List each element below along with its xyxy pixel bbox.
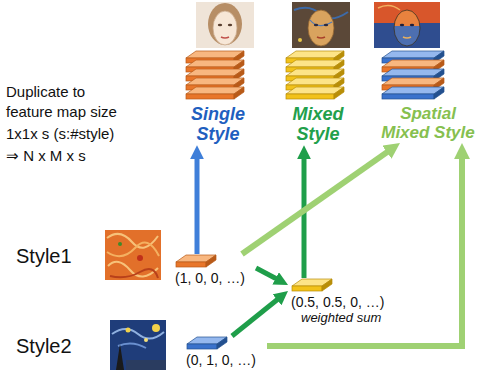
vector-value: (0, 1, 0, …) xyxy=(186,353,264,369)
feature-map xyxy=(381,50,445,100)
arrow xyxy=(256,268,279,280)
arrow xyxy=(232,297,280,336)
feature-stack: Single Style xyxy=(182,50,254,145)
note: Duplicate to feature map size xyxy=(6,82,130,121)
arrow xyxy=(242,149,391,254)
feature-map xyxy=(285,50,345,100)
style-vector: (1, 0, 0, …) xyxy=(172,254,256,288)
vector-value: (1, 0, 0, …) xyxy=(175,271,253,287)
feature-map xyxy=(186,336,228,350)
style-vector: (0.5, 0.5, 0, …)weighted sum xyxy=(288,278,410,326)
arrow xyxy=(195,155,200,254)
arrow xyxy=(267,154,462,346)
feature-stack: Spatial Mixed Style xyxy=(378,50,478,143)
portrait-single xyxy=(196,2,254,48)
note: ⇒ N x M x s xyxy=(6,146,156,166)
style-image-spaghetti xyxy=(105,230,161,280)
style-vector: (0, 1, 0, …) xyxy=(183,336,267,370)
style-name: Single Style xyxy=(185,104,251,144)
style-image-starry-night xyxy=(110,320,166,370)
vector-value: (0.5, 0.5, 0, …) xyxy=(291,295,407,311)
portrait-spatial xyxy=(374,2,440,48)
portrait-mixed xyxy=(292,2,350,48)
vector-note: weighted sum xyxy=(291,311,407,326)
feature-map xyxy=(175,254,217,268)
note: 1x1x s (s:#style) xyxy=(6,124,156,144)
style-label: Style2 xyxy=(16,333,96,359)
style-name: Spatial Mixed Style xyxy=(381,104,475,142)
style-label: Style1 xyxy=(16,243,96,269)
feature-stack: Mixed Style xyxy=(282,50,354,145)
style-name: Mixed Style xyxy=(285,104,351,144)
feature-map xyxy=(185,50,245,100)
feature-map xyxy=(291,278,333,292)
arrow xyxy=(302,155,307,278)
